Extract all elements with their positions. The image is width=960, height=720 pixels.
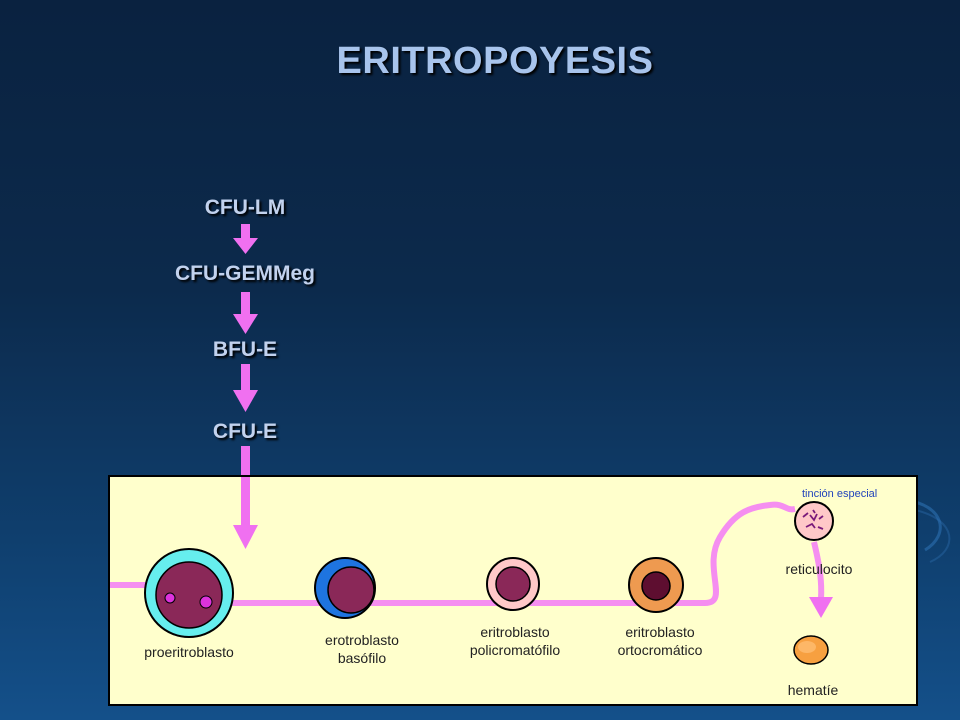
- proeritroblasto-cell: [144, 548, 234, 638]
- stage-cfu-e: CFU-E: [212, 420, 278, 443]
- hematie-cell: [793, 635, 829, 665]
- erotroblasto-basofilo-label-line1: erotroblasto: [325, 632, 399, 648]
- cfu-e-entry-arrow: [233, 477, 258, 549]
- slide-title: ERITROPOYESIS: [336, 40, 654, 82]
- eritroblasto-ortocromatico-cell: [628, 557, 684, 613]
- arrow-reticulocito-to-hematie: [809, 541, 833, 618]
- arrow-cfu-lm-to-cfu-gemmeg: [233, 224, 258, 254]
- eritroblasto-ortocromatico-label-line1: eritroblasto: [625, 624, 694, 640]
- stage-cfu-lm: CFU-LM: [204, 196, 286, 219]
- proeritroblasto-label: proeritroblasto: [144, 644, 234, 660]
- eritroblasto-ortocromatico-label-line2: ortocromático: [618, 642, 703, 658]
- erotroblasto-basofilo-label-line2: basófilo: [338, 650, 386, 666]
- tincion-especial-label: tinción especial: [802, 488, 877, 500]
- reticulocito-label: reticulocito: [786, 561, 853, 577]
- eritroblasto-policromatofilo-label-line1: eritroblasto: [480, 624, 549, 640]
- arrow-cfu-gemmeg-to-bfu-e: [233, 292, 258, 334]
- erythropoiesis-diagram-panel: tinción especial proeritroblasto erotrob…: [108, 475, 918, 706]
- erotroblasto-basofilo-cell: [314, 557, 376, 619]
- reticulocito-cell: [794, 501, 834, 541]
- arrow-bfu-e-to-cfu-e: [233, 364, 258, 412]
- stage-bfu-e: BFU-E: [212, 338, 278, 361]
- eritroblasto-policromatofilo-label-line2: policromatófilo: [470, 642, 560, 658]
- maturation-line: [110, 582, 705, 606]
- eritroblasto-policromatofilo-cell: [486, 557, 540, 611]
- hematie-label: hematíe: [788, 682, 839, 698]
- maturation-curve: [704, 501, 796, 606]
- cell-maturation-diagram: tinción especial proeritroblasto erotrob…: [110, 477, 877, 698]
- stage-cfu-gemmeg: CFU-GEMMeg: [175, 262, 315, 285]
